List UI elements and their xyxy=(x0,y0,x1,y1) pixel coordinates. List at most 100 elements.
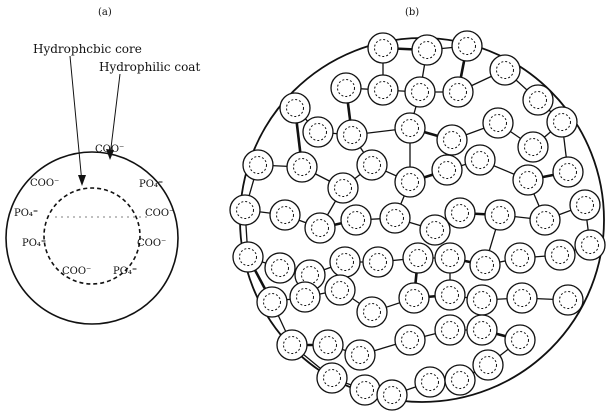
submicelle-outer xyxy=(436,124,468,156)
submicelle xyxy=(336,119,368,151)
submicelle xyxy=(324,274,356,306)
submicelle-core xyxy=(351,346,369,364)
micelle-core-circle xyxy=(43,187,141,285)
submicelle xyxy=(316,362,348,394)
panel-a: (a) Hydrophcbic core Hydrophilic coat CO… xyxy=(5,7,200,325)
submicelle-core xyxy=(405,289,423,307)
submicelle-outer xyxy=(286,151,318,183)
submicelle-outer xyxy=(522,84,554,116)
submicelle-outer xyxy=(444,364,476,396)
submicelle xyxy=(464,144,496,176)
submicelle-core xyxy=(421,373,439,391)
submicelle-core xyxy=(369,253,387,271)
submicelle-outer xyxy=(411,34,443,66)
group-coo-top: COO⁻ xyxy=(95,144,124,155)
submicelle-outer xyxy=(546,106,578,138)
submicelle xyxy=(419,214,451,246)
submicelle-outer xyxy=(362,246,394,278)
submicelle xyxy=(504,324,536,356)
submicelle-core xyxy=(458,37,476,55)
submicelle-core xyxy=(449,83,467,101)
submicelle-outer xyxy=(574,229,606,261)
submicelle-outer xyxy=(276,329,308,361)
submicelle xyxy=(431,154,463,186)
submicelle-core xyxy=(441,321,459,339)
panel-a-label: (a) xyxy=(98,7,112,18)
submicelle-core xyxy=(331,281,349,299)
submicelle-core xyxy=(386,209,404,227)
submicelle xyxy=(379,202,411,234)
submicelle xyxy=(444,364,476,396)
submicelle xyxy=(327,172,359,204)
submicelle xyxy=(367,74,399,106)
submicelle xyxy=(569,189,601,221)
submicelle-core xyxy=(476,256,494,274)
submicelle-core xyxy=(496,61,514,79)
submicelle-core xyxy=(473,291,491,309)
submicelle xyxy=(512,164,544,196)
submicelle-core xyxy=(426,221,444,239)
submicelle-outer xyxy=(379,202,411,234)
submicelle-outer xyxy=(327,172,359,204)
submicelle-outer xyxy=(324,274,356,306)
submicelle xyxy=(242,149,274,181)
submicelle xyxy=(442,76,474,108)
submicelle-outer xyxy=(544,239,576,271)
core-label: Hydrophcbic core xyxy=(33,42,142,56)
submicelle xyxy=(482,107,514,139)
submicelle-outer xyxy=(336,119,368,151)
panel-b: (b) xyxy=(229,7,606,411)
submicelle-core xyxy=(271,259,289,277)
submicelle-core xyxy=(489,114,507,132)
core-arrowhead xyxy=(78,175,86,186)
group-po4-lower-left: PO₄⁼ xyxy=(22,238,46,249)
submicelle-outer xyxy=(419,214,451,246)
submicelle xyxy=(340,204,372,236)
group-po4-right: PO₄⁼ xyxy=(139,179,163,190)
submicelle xyxy=(484,199,516,231)
submicelle-core xyxy=(337,79,355,97)
submicelle-core xyxy=(553,113,571,131)
submicelle-core xyxy=(511,331,529,349)
submicelle-outer xyxy=(504,324,536,356)
submicelle-core xyxy=(401,331,419,349)
submicelle-outer xyxy=(376,379,408,411)
submicelle-outer xyxy=(482,107,514,139)
submicelle xyxy=(411,34,443,66)
group-coo-left: COO⁻ xyxy=(30,178,59,189)
submicelle xyxy=(367,32,399,64)
submicelle-core xyxy=(479,356,497,374)
submicelle-outer xyxy=(289,281,321,313)
submicelle-outer xyxy=(469,249,501,281)
submicelle-core xyxy=(409,249,427,267)
submicelle-outer xyxy=(484,199,516,231)
submicelle-outer xyxy=(367,74,399,106)
submicelle-core xyxy=(356,381,374,399)
submicelle-core xyxy=(529,91,547,109)
submicelle-core xyxy=(513,289,531,307)
submicelle-core xyxy=(519,171,537,189)
group-coo-lower-right: COO⁻ xyxy=(137,238,166,249)
submicelle-outer xyxy=(489,54,521,86)
submicelle xyxy=(506,282,538,314)
submicelle-core xyxy=(559,163,577,181)
submicelle xyxy=(394,324,426,356)
submicelle-core xyxy=(559,291,577,309)
submicelle xyxy=(286,151,318,183)
submicelle-core xyxy=(443,131,461,149)
submicelle-core xyxy=(471,151,489,169)
submicelle-outer xyxy=(431,154,463,186)
coat-arrowhead xyxy=(106,149,114,160)
submicelle-core xyxy=(276,206,294,224)
submicelle-core xyxy=(451,204,469,222)
submicelle-outer xyxy=(269,199,301,231)
submicelle-outer xyxy=(330,72,362,104)
submicelle-core xyxy=(438,161,456,179)
submicelle-core xyxy=(249,156,267,174)
submicelle-outer xyxy=(466,314,498,346)
submicelle-outer xyxy=(466,284,498,316)
submicelle-outer xyxy=(356,149,388,181)
submicelle-outer xyxy=(552,156,584,188)
submicelle-outer xyxy=(232,241,264,273)
submicelle-outer xyxy=(356,296,388,328)
